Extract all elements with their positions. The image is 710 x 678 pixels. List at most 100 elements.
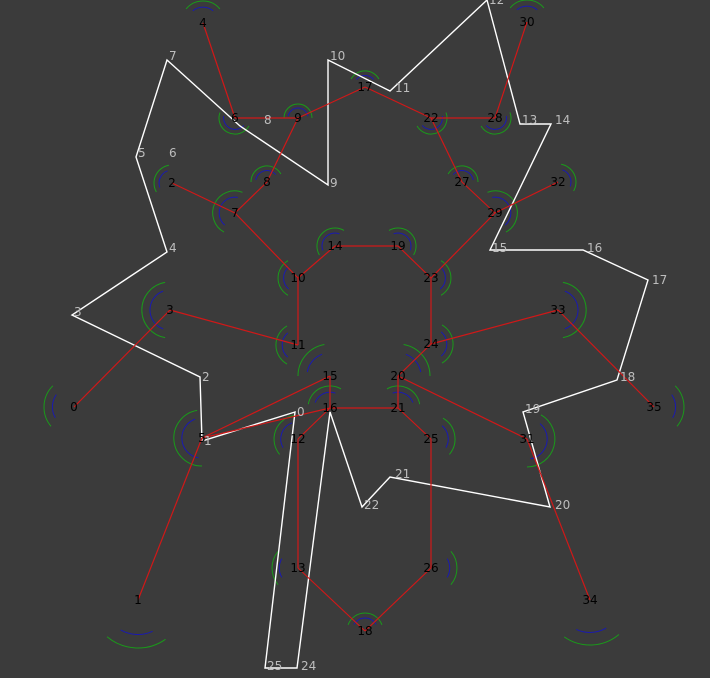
arc-marker-2-green <box>153 164 169 193</box>
polygon-vertex-label-24: 24 <box>301 659 316 673</box>
polygon-vertex-label-12: 12 <box>489 0 504 7</box>
arc-marker-19-blue <box>393 232 412 251</box>
arc-marker-4-blue <box>192 6 214 12</box>
edge-10-7 <box>234 212 299 279</box>
arc-marker-14-blue <box>321 232 340 251</box>
edge-14-10 <box>297 245 336 279</box>
polygon-vertex-label-13: 13 <box>522 113 537 127</box>
edge-9-17 <box>297 86 366 119</box>
edge-29-32 <box>494 181 559 214</box>
polygon-vertex-label-4: 4 <box>169 241 177 255</box>
arc-marker-35-green <box>674 385 685 427</box>
arc-markers <box>43 0 685 649</box>
edge-23-19 <box>397 245 432 279</box>
arc-marker-27-blue <box>452 170 474 181</box>
polygon-vertex-label-15: 15 <box>492 241 507 255</box>
arc-marker-24-green <box>441 324 454 364</box>
polygon-vertex-label-0: 0 <box>297 405 305 419</box>
arc-marker-28-blue <box>485 115 507 130</box>
arc-marker-8-green <box>250 165 282 183</box>
node-label-21: 21 <box>390 401 405 415</box>
edge-13-18 <box>297 567 366 632</box>
arc-marker-15-green <box>297 344 325 377</box>
node-label-13: 13 <box>290 561 305 575</box>
polygon-vertex-label-18: 18 <box>620 370 635 384</box>
boundary-polygon <box>70 0 649 669</box>
node-label-5: 5 <box>198 431 206 445</box>
polygon-vertex-label-7: 7 <box>169 49 177 63</box>
polygon-vertex-label-17: 17 <box>652 273 667 287</box>
arc-marker-17-blue <box>355 75 375 80</box>
node-label-25: 25 <box>423 432 438 446</box>
arc-marker-27-green <box>447 165 479 183</box>
node-label-35: 35 <box>646 400 661 414</box>
edge-3-11 <box>169 309 299 346</box>
edge-31-34 <box>526 438 591 601</box>
node-label-30: 30 <box>519 15 534 29</box>
node-label-26: 26 <box>423 561 438 575</box>
edge-6-4 <box>202 22 236 119</box>
edge-16-12 <box>297 407 331 440</box>
polygon-vertex-label-10: 10 <box>330 49 345 63</box>
node-label-2: 2 <box>168 176 176 190</box>
arc-marker-15-blue <box>306 353 323 373</box>
arc-marker-25-green <box>442 417 456 455</box>
arc-marker-17-green <box>350 70 380 80</box>
node-label-18: 18 <box>357 624 372 638</box>
node-label-10: 10 <box>290 271 305 285</box>
node-label-19: 19 <box>390 239 405 253</box>
node-label-28: 28 <box>487 111 502 125</box>
edge-7-2 <box>171 182 236 214</box>
polygon-vertex-label-16: 16 <box>587 241 602 255</box>
polygon-vertex-label-9: 9 <box>330 176 338 190</box>
arc-marker-5-blue <box>181 418 199 459</box>
edge-29-23 <box>430 212 496 279</box>
edge-17-22 <box>364 86 432 119</box>
arc-marker-9-green <box>283 103 313 119</box>
edge-7-8 <box>234 181 268 214</box>
node-label-7: 7 <box>231 206 239 220</box>
node-label-8: 8 <box>263 175 271 189</box>
arc-marker-20-blue <box>405 353 422 373</box>
polygon-vertex-label-21: 21 <box>395 467 410 481</box>
node-label-29: 29 <box>487 206 502 220</box>
arc-marker-33-green <box>562 281 587 339</box>
arc-marker-21-green <box>386 385 421 405</box>
node-label-6: 6 <box>231 111 239 125</box>
node-label-20: 20 <box>390 369 405 383</box>
node-label-1: 1 <box>134 593 142 607</box>
edge-28-30 <box>494 21 528 119</box>
arc-marker-33-blue <box>564 290 579 330</box>
node-label-16: 16 <box>322 401 337 415</box>
node-label-11: 11 <box>290 338 305 352</box>
node-label-17: 17 <box>357 80 372 94</box>
arc-marker-20-green <box>403 344 431 377</box>
arc-marker-1-blue <box>120 629 153 636</box>
arc-marker-13-blue <box>278 558 283 578</box>
edge-18-26 <box>364 567 432 632</box>
polygon-vertex-label-22: 22 <box>364 498 379 512</box>
arc-marker-11-blue <box>281 332 289 358</box>
edge-0-3 <box>73 309 171 408</box>
edge-27-29 <box>461 181 496 214</box>
arc-marker-16-green <box>307 385 342 405</box>
node-label-15: 15 <box>322 369 337 383</box>
arc-marker-35-blue <box>671 394 677 419</box>
node-label-24: 24 <box>423 337 438 351</box>
polygon-vertex-label-8: 8 <box>264 113 272 127</box>
edge-25-21 <box>397 407 432 440</box>
polygon-vertex-label-20: 20 <box>555 498 570 512</box>
node-label-32: 32 <box>550 175 565 189</box>
arc-marker-32-blue <box>562 169 572 187</box>
node-label-22: 22 <box>423 111 438 125</box>
node-label-34: 34 <box>582 593 597 607</box>
arc-marker-8-blue <box>255 170 277 181</box>
arc-marker-1-green <box>106 636 166 649</box>
edge-20-31 <box>397 375 528 440</box>
node-label-31: 31 <box>519 432 534 446</box>
edge-22-27 <box>430 117 463 183</box>
node-label-27: 27 <box>454 175 469 189</box>
arc-marker-0-green <box>43 385 54 427</box>
